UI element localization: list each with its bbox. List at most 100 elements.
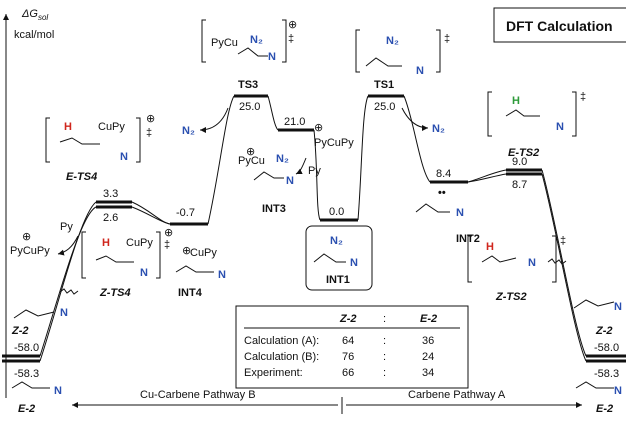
svg-text:⊕: ⊕: [22, 231, 31, 243]
svg-text:PyCu: PyCu: [211, 37, 238, 49]
value-zts2: 8.7: [512, 179, 527, 191]
svg-text:N: N: [54, 385, 62, 397]
svg-text:N: N: [556, 121, 564, 133]
int1-box: N₂ N INT1: [305, 225, 373, 291]
label-ets4: E-TS4: [66, 171, 97, 183]
svg-text:PyCuPy: PyCuPy: [10, 245, 50, 257]
svg-text:N₂: N₂: [330, 235, 343, 247]
svg-text:CuPy: CuPy: [98, 121, 125, 133]
zts2-structure: H N ‡ Z-TS2: [467, 235, 566, 303]
axis-break-marks: [59, 258, 567, 295]
value-e2-right: -58.3: [594, 368, 619, 380]
svg-text:⊕: ⊕: [288, 19, 297, 31]
svg-text::: :: [383, 367, 386, 379]
value-z2-right: -58.0: [594, 342, 619, 354]
svg-text:CuPy: CuPy: [190, 247, 217, 259]
svg-text:H: H: [512, 95, 520, 107]
n2-release-left: N₂: [182, 107, 229, 137]
svg-text:CuPy: CuPy: [126, 237, 153, 249]
svg-text:⊕: ⊕: [246, 146, 255, 158]
svg-text:Calculation (B):: Calculation (B):: [244, 351, 319, 363]
z2-left: N Z-2: [11, 307, 68, 337]
svg-text:36: 36: [422, 335, 434, 347]
svg-text:PyCu: PyCu: [238, 155, 265, 167]
value-ets4: 3.3: [103, 188, 118, 200]
svg-text:N: N: [350, 257, 358, 269]
svg-text:E-2: E-2: [420, 313, 437, 325]
value-ts3: 25.0: [239, 101, 260, 113]
pathway-axis: Cu-Carbene Pathway B Carbene Pathway A: [72, 389, 582, 414]
svg-text:⊕: ⊕: [314, 122, 323, 134]
svg-text:⊕: ⊕: [182, 245, 191, 257]
int3-structure: ⊕ PyCuPy Py ⊕ PyCu N₂ N INT3: [238, 122, 354, 215]
svg-text:N: N: [456, 207, 464, 219]
svg-text:••: ••: [438, 187, 446, 199]
svg-text:Py: Py: [60, 221, 73, 233]
diagram-title: DFT Calculation: [506, 18, 613, 34]
svg-text:⊕: ⊕: [146, 113, 155, 125]
svg-text:N: N: [416, 65, 424, 77]
value-e2-left: -58.3: [14, 368, 39, 380]
svg-text:Z-2: Z-2: [339, 313, 357, 325]
svg-text:64: 64: [342, 335, 354, 347]
reaction-paths: [39, 95, 587, 362]
axis-unit: kcal/mol: [14, 29, 54, 41]
svg-text::: :: [383, 351, 386, 363]
label-int1: INT1: [326, 274, 350, 286]
e2-right: N E-2: [575, 381, 622, 415]
svg-text:N: N: [286, 175, 294, 187]
svg-text:34: 34: [422, 367, 434, 379]
svg-text:66: 66: [342, 367, 354, 379]
svg-text:N₂: N₂: [432, 123, 445, 135]
svg-text:N₂: N₂: [386, 35, 399, 47]
label-ts3: TS3: [238, 79, 258, 91]
svg-text:H: H: [486, 241, 494, 253]
py-release: Py ⊕ PyCuPy: [10, 221, 79, 257]
e2-left: N E-2: [11, 381, 62, 415]
svg-text:‡: ‡: [444, 33, 450, 45]
label-int3: INT3: [262, 203, 286, 215]
value-z2-left: -58.0: [14, 342, 39, 354]
svg-text:E-2: E-2: [18, 403, 35, 415]
svg-text:Z-2: Z-2: [11, 325, 29, 337]
svg-text:‡: ‡: [288, 33, 294, 45]
svg-text:N: N: [60, 307, 68, 319]
zts4-structure: H CuPy N ⊕ ‡ Z-TS4: [81, 227, 173, 299]
table-row: Calculation (B): 76 : 24: [244, 351, 434, 363]
svg-text:H: H: [64, 121, 72, 133]
svg-text:N₂: N₂: [182, 125, 195, 137]
ts1-structure: N₂ N ‡ TS1: [355, 29, 450, 91]
value-zts4: 2.6: [103, 212, 118, 224]
svg-text:⊕: ⊕: [164, 227, 173, 239]
svg-text:‡: ‡: [146, 127, 152, 139]
label-ts1: TS1: [374, 79, 394, 91]
energy-levels: [2, 94, 626, 363]
svg-text:N: N: [218, 269, 226, 281]
title-box: [493, 7, 626, 43]
svg-text:Py: Py: [308, 165, 321, 177]
int4-structure: ⊕ CuPy N INT4: [175, 245, 226, 299]
svg-text::: :: [383, 313, 386, 325]
ts3-structure: PyCu N₂ N ⊕ ‡ TS3: [201, 19, 297, 91]
table-row: Experiment: 66 : 34: [244, 367, 434, 379]
svg-text:N: N: [614, 385, 622, 397]
svg-text:‡: ‡: [580, 91, 586, 103]
svg-text:N₂: N₂: [276, 153, 289, 165]
axis-symbol: ΔGsol: [21, 8, 48, 22]
svg-text:N: N: [140, 267, 148, 279]
value-int3: 21.0: [284, 116, 305, 128]
svg-text::: :: [383, 335, 386, 347]
svg-text:24: 24: [422, 351, 434, 363]
ets4-structure: H CuPy N ⊕ ‡ E-TS4: [45, 113, 155, 183]
svg-text:N: N: [268, 51, 276, 63]
value-int4: -0.7: [176, 207, 195, 219]
svg-text:PyCuPy: PyCuPy: [314, 137, 354, 149]
ets2-structure: H N ‡ E-TS2: [487, 91, 586, 159]
label-int4: INT4: [178, 287, 203, 299]
ratio-table: Z-2 : E-2 Calculation (A): 64 : 36 Calcu…: [235, 305, 469, 389]
label-ets2: E-TS2: [508, 147, 539, 159]
label-zts2: Z-TS2: [495, 291, 527, 303]
value-int1: 0.0: [329, 206, 344, 218]
svg-text:‡: ‡: [164, 239, 170, 251]
